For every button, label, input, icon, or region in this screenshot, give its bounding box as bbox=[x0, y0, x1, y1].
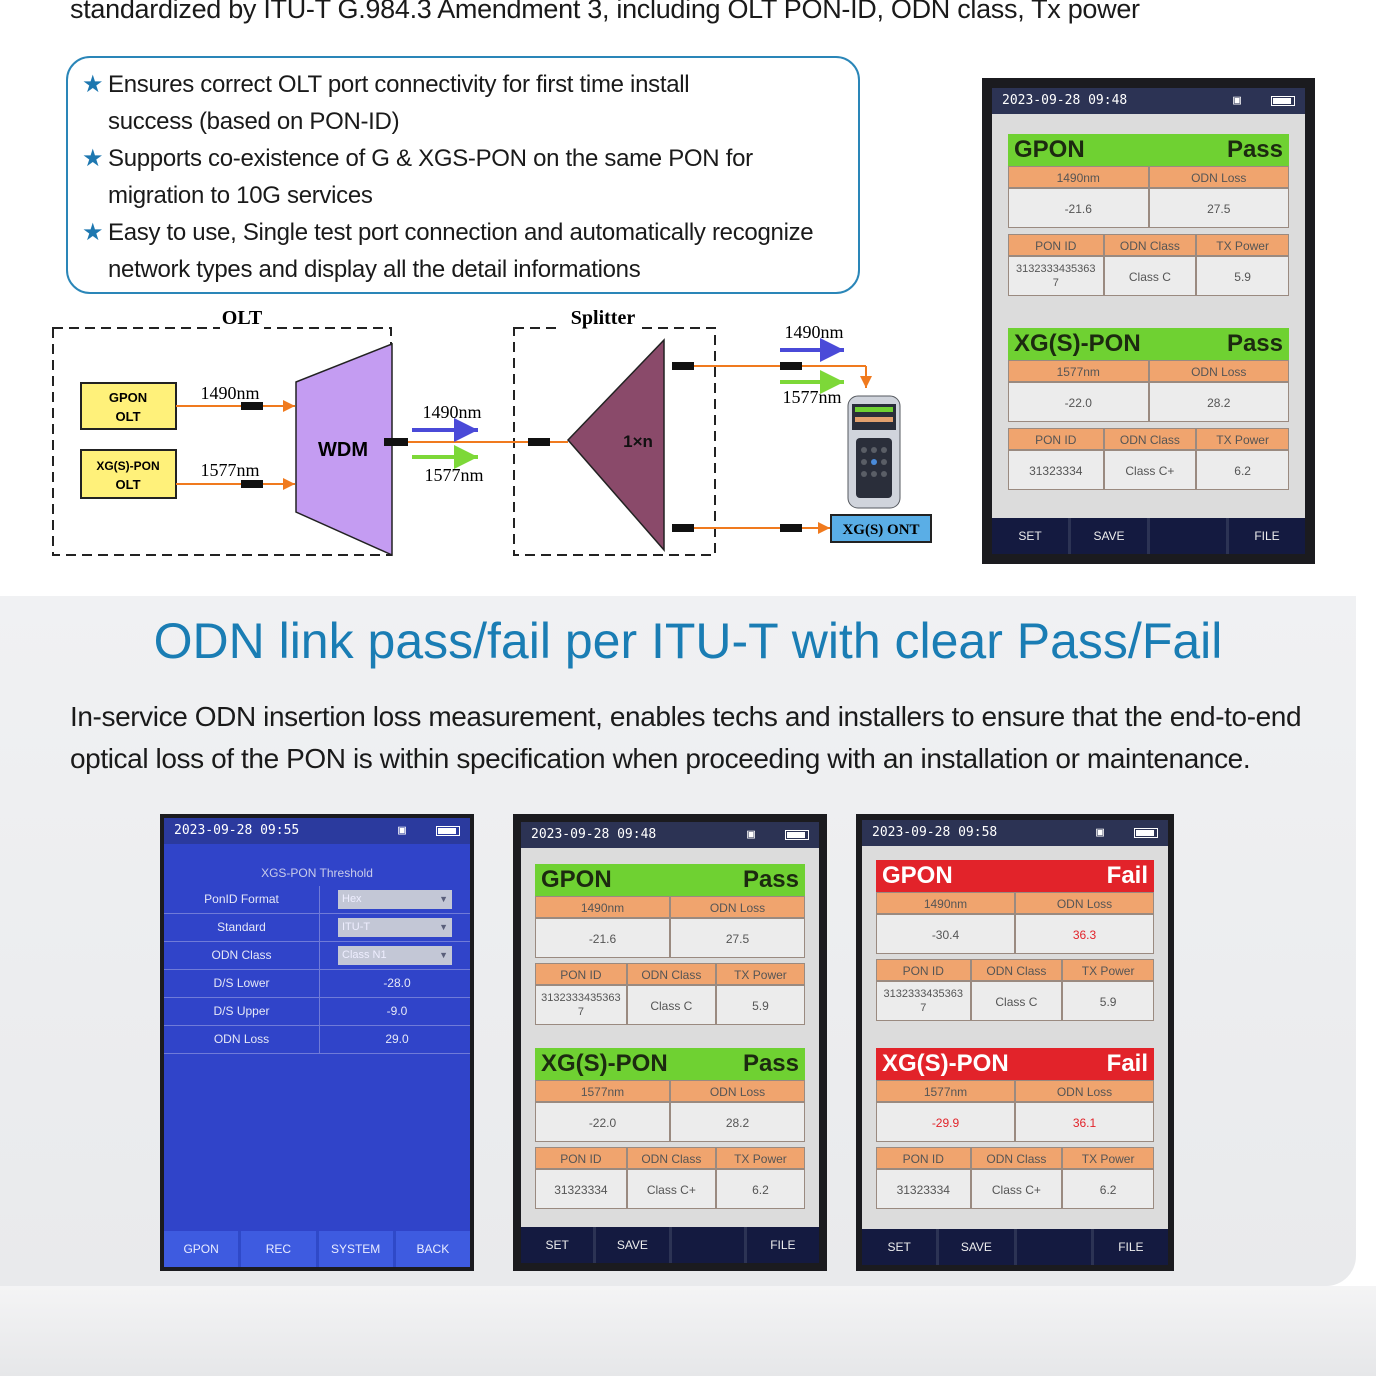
sd-card-icon: ▣ bbox=[1233, 93, 1241, 108]
svg-text:1577nm: 1577nm bbox=[424, 465, 483, 485]
rec-button[interactable]: REC bbox=[241, 1231, 316, 1267]
odn-section-description: In-service ODN insertion loss measuremen… bbox=[70, 701, 1302, 774]
ont-box bbox=[830, 514, 932, 543]
feature-item: ★Ensures correct OLT port connectivity f… bbox=[82, 66, 690, 140]
status-bar: 2023-09-28 09:48 ▣ bbox=[992, 88, 1305, 114]
svg-text:1490nm: 1490nm bbox=[200, 383, 259, 403]
softkey-bar: SET SAVE FILE bbox=[862, 1229, 1168, 1265]
softkey-bar: GPON REC SYSTEM BACK bbox=[164, 1231, 470, 1267]
set-button[interactable]: SET bbox=[521, 1227, 594, 1263]
ponid-format-select[interactable]: Hex bbox=[338, 890, 452, 909]
set-button[interactable]: SET bbox=[862, 1229, 937, 1265]
odn-loss-value[interactable]: 29.0 bbox=[385, 1032, 409, 1046]
file-button[interactable]: FILE bbox=[746, 1227, 819, 1263]
star-icon: ★ bbox=[82, 71, 104, 98]
set-button[interactable]: SET bbox=[992, 518, 1068, 554]
star-icon: ★ bbox=[82, 219, 104, 246]
splitter-block bbox=[566, 338, 665, 552]
save-button[interactable]: SAVE bbox=[939, 1229, 1014, 1265]
battery-icon bbox=[1271, 96, 1295, 106]
status-bar: 2023-09-28 09:58 ▣ bbox=[862, 820, 1168, 846]
svg-text:1×n: 1×n bbox=[623, 432, 653, 451]
file-button[interactable]: FILE bbox=[1229, 518, 1305, 554]
file-button[interactable]: FILE bbox=[1093, 1229, 1168, 1265]
sd-card-icon: ▣ bbox=[398, 823, 406, 838]
svg-text:1490nm: 1490nm bbox=[422, 402, 481, 422]
blank-softkey[interactable] bbox=[1150, 518, 1226, 554]
status-bar: 2023-09-28 09:48 ▣ bbox=[521, 822, 819, 848]
handheld-tester-icon bbox=[847, 395, 901, 509]
ds-lower-value[interactable]: -28.0 bbox=[383, 976, 411, 990]
ds-upper-value[interactable]: -9.0 bbox=[386, 1004, 408, 1018]
svg-text:OLT: OLT bbox=[115, 477, 140, 492]
softkey-bar: SET SAVE FILE bbox=[521, 1227, 819, 1263]
status-bar: 2023-09-28 09:55 ▣ bbox=[164, 818, 470, 844]
save-button[interactable]: SAVE bbox=[1071, 518, 1147, 554]
standard-select[interactable]: ITU-T bbox=[338, 918, 452, 937]
svg-text:XG(S) ONT: XG(S) ONT bbox=[842, 522, 919, 538]
softkey-bar: SET SAVE FILE bbox=[992, 518, 1305, 554]
gpon-olt-box bbox=[80, 382, 177, 430]
svg-text:1577nm: 1577nm bbox=[200, 460, 259, 480]
svg-text:1577nm: 1577nm bbox=[782, 387, 841, 407]
svg-text:1490nm: 1490nm bbox=[784, 322, 843, 342]
blank-softkey[interactable] bbox=[1016, 1229, 1091, 1265]
odn-section-title: ODN link pass/fail per ITU-T with clear … bbox=[153, 613, 1223, 669]
splitter-label: Splitter bbox=[571, 307, 636, 329]
gpon-button[interactable]: GPON bbox=[164, 1231, 239, 1267]
svg-text:WDM: WDM bbox=[318, 439, 368, 461]
olt-label: OLT bbox=[222, 307, 263, 329]
system-button[interactable]: SYSTEM bbox=[318, 1231, 393, 1267]
svg-text:GPON: GPON bbox=[109, 390, 147, 405]
battery-icon bbox=[436, 826, 460, 836]
blank-softkey[interactable] bbox=[671, 1227, 744, 1263]
wdm-block bbox=[295, 342, 393, 557]
sd-card-icon: ▣ bbox=[1096, 825, 1104, 840]
star-icon: ★ bbox=[82, 145, 104, 172]
feature-item: ★Easy to use, Single test port connectio… bbox=[82, 214, 814, 288]
sd-card-icon: ▣ bbox=[747, 827, 755, 842]
svg-text:XG(S)-PON: XG(S)-PON bbox=[96, 459, 159, 473]
pon-network-diagram: OLT Splitter GPON OLT XG(S)-PON OLT 1490… bbox=[52, 307, 932, 557]
device-screenshot-threshold: 2023-09-28 09:55 ▣ XGS-PON Threshold Pon… bbox=[160, 814, 474, 1271]
threshold-title: XGS-PON Threshold bbox=[261, 866, 373, 880]
odn-class-select[interactable]: Class N1 bbox=[338, 946, 452, 965]
xgspon-olt-box bbox=[80, 449, 177, 499]
feature-item: ★Supports co-existence of G & XGS-PON on… bbox=[82, 140, 753, 214]
features-box: ★Ensures correct OLT port connectivity f… bbox=[66, 56, 860, 294]
footer-background bbox=[0, 1286, 1376, 1376]
intro-text: standardized by ITU-T G.984.3 Amendment … bbox=[70, 0, 1140, 24]
back-button[interactable]: BACK bbox=[395, 1231, 470, 1267]
battery-icon bbox=[785, 830, 809, 840]
svg-text:OLT: OLT bbox=[115, 409, 140, 424]
save-button[interactable]: SAVE bbox=[596, 1227, 669, 1263]
battery-icon bbox=[1134, 828, 1158, 838]
